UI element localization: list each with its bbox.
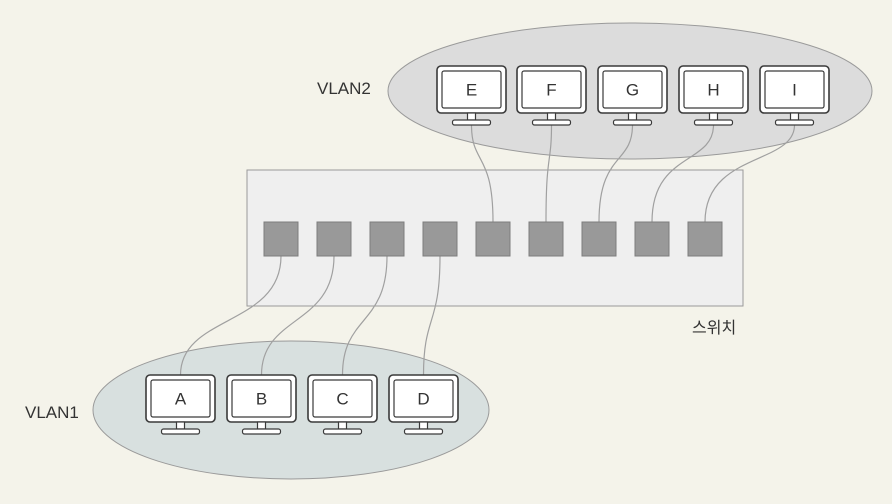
monitor-base	[451, 119, 492, 126]
computer-e: E	[436, 65, 507, 126]
monitor-base	[322, 428, 363, 435]
switch-port-1	[263, 221, 299, 257]
monitor-screen	[764, 70, 825, 109]
cable-f	[545, 124, 553, 223]
computer-label: A	[175, 390, 187, 409]
cable-i	[704, 124, 796, 223]
monitor-screen	[150, 379, 211, 418]
computer-label: I	[792, 81, 797, 100]
computer-label: H	[707, 81, 719, 100]
cable-d	[422, 255, 441, 376]
switch-ports	[263, 221, 723, 257]
computer-i: I	[759, 65, 830, 126]
switch-port-8	[634, 221, 670, 257]
monitor-neck	[789, 112, 800, 121]
computers: E F G H I A B C D	[145, 65, 830, 435]
monitor-screen	[393, 379, 454, 418]
switch-port-3	[369, 221, 405, 257]
cables	[179, 124, 796, 376]
monitor-neck	[466, 112, 477, 121]
computer-label: G	[626, 81, 639, 100]
monitor-screen	[683, 70, 744, 109]
computer-label: E	[466, 81, 477, 100]
cable-a	[179, 255, 282, 376]
switch-port-6	[528, 221, 564, 257]
vlan1-label: VLAN1	[25, 403, 79, 422]
computer-label: C	[336, 390, 348, 409]
monitor-base	[774, 119, 815, 126]
computer-c: C	[307, 374, 378, 435]
monitor-screen	[441, 70, 502, 109]
computer-g: G	[597, 65, 668, 126]
monitor-base	[612, 119, 653, 126]
computer-a: A	[145, 374, 216, 435]
computer-h: H	[678, 65, 749, 126]
cable-h	[651, 124, 715, 223]
monitor-base	[160, 428, 201, 435]
computer-f: F	[516, 65, 587, 126]
monitor-base	[241, 428, 282, 435]
monitor-neck	[627, 112, 638, 121]
computer-label: F	[546, 81, 556, 100]
switch-port-9	[687, 221, 723, 257]
switch-port-7	[581, 221, 617, 257]
monitor-base	[403, 428, 444, 435]
monitor-neck	[337, 421, 348, 430]
monitor-neck	[708, 112, 719, 121]
cable-g	[598, 124, 634, 223]
computer-b: B	[226, 374, 297, 435]
vlan2-label: VLAN2	[317, 79, 371, 98]
switch-label: 스위치	[692, 319, 736, 337]
computer-label: B	[256, 390, 267, 409]
monitor-screen	[521, 70, 582, 109]
switch-port-5	[475, 221, 511, 257]
cable-b	[260, 255, 335, 376]
switch-port-4	[422, 221, 458, 257]
computer-label: D	[417, 390, 429, 409]
monitor-neck	[175, 421, 186, 430]
switch-port-2	[316, 221, 352, 257]
monitor-base	[531, 119, 572, 126]
monitor-neck	[256, 421, 267, 430]
monitor-screen	[231, 379, 292, 418]
cable-e	[470, 124, 494, 223]
monitor-base	[693, 119, 734, 126]
cable-c	[341, 255, 388, 376]
computer-d: D	[388, 374, 459, 435]
monitor-neck	[418, 421, 429, 430]
monitor-neck	[546, 112, 557, 121]
monitor-screen	[312, 379, 373, 418]
monitor-screen	[602, 70, 663, 109]
